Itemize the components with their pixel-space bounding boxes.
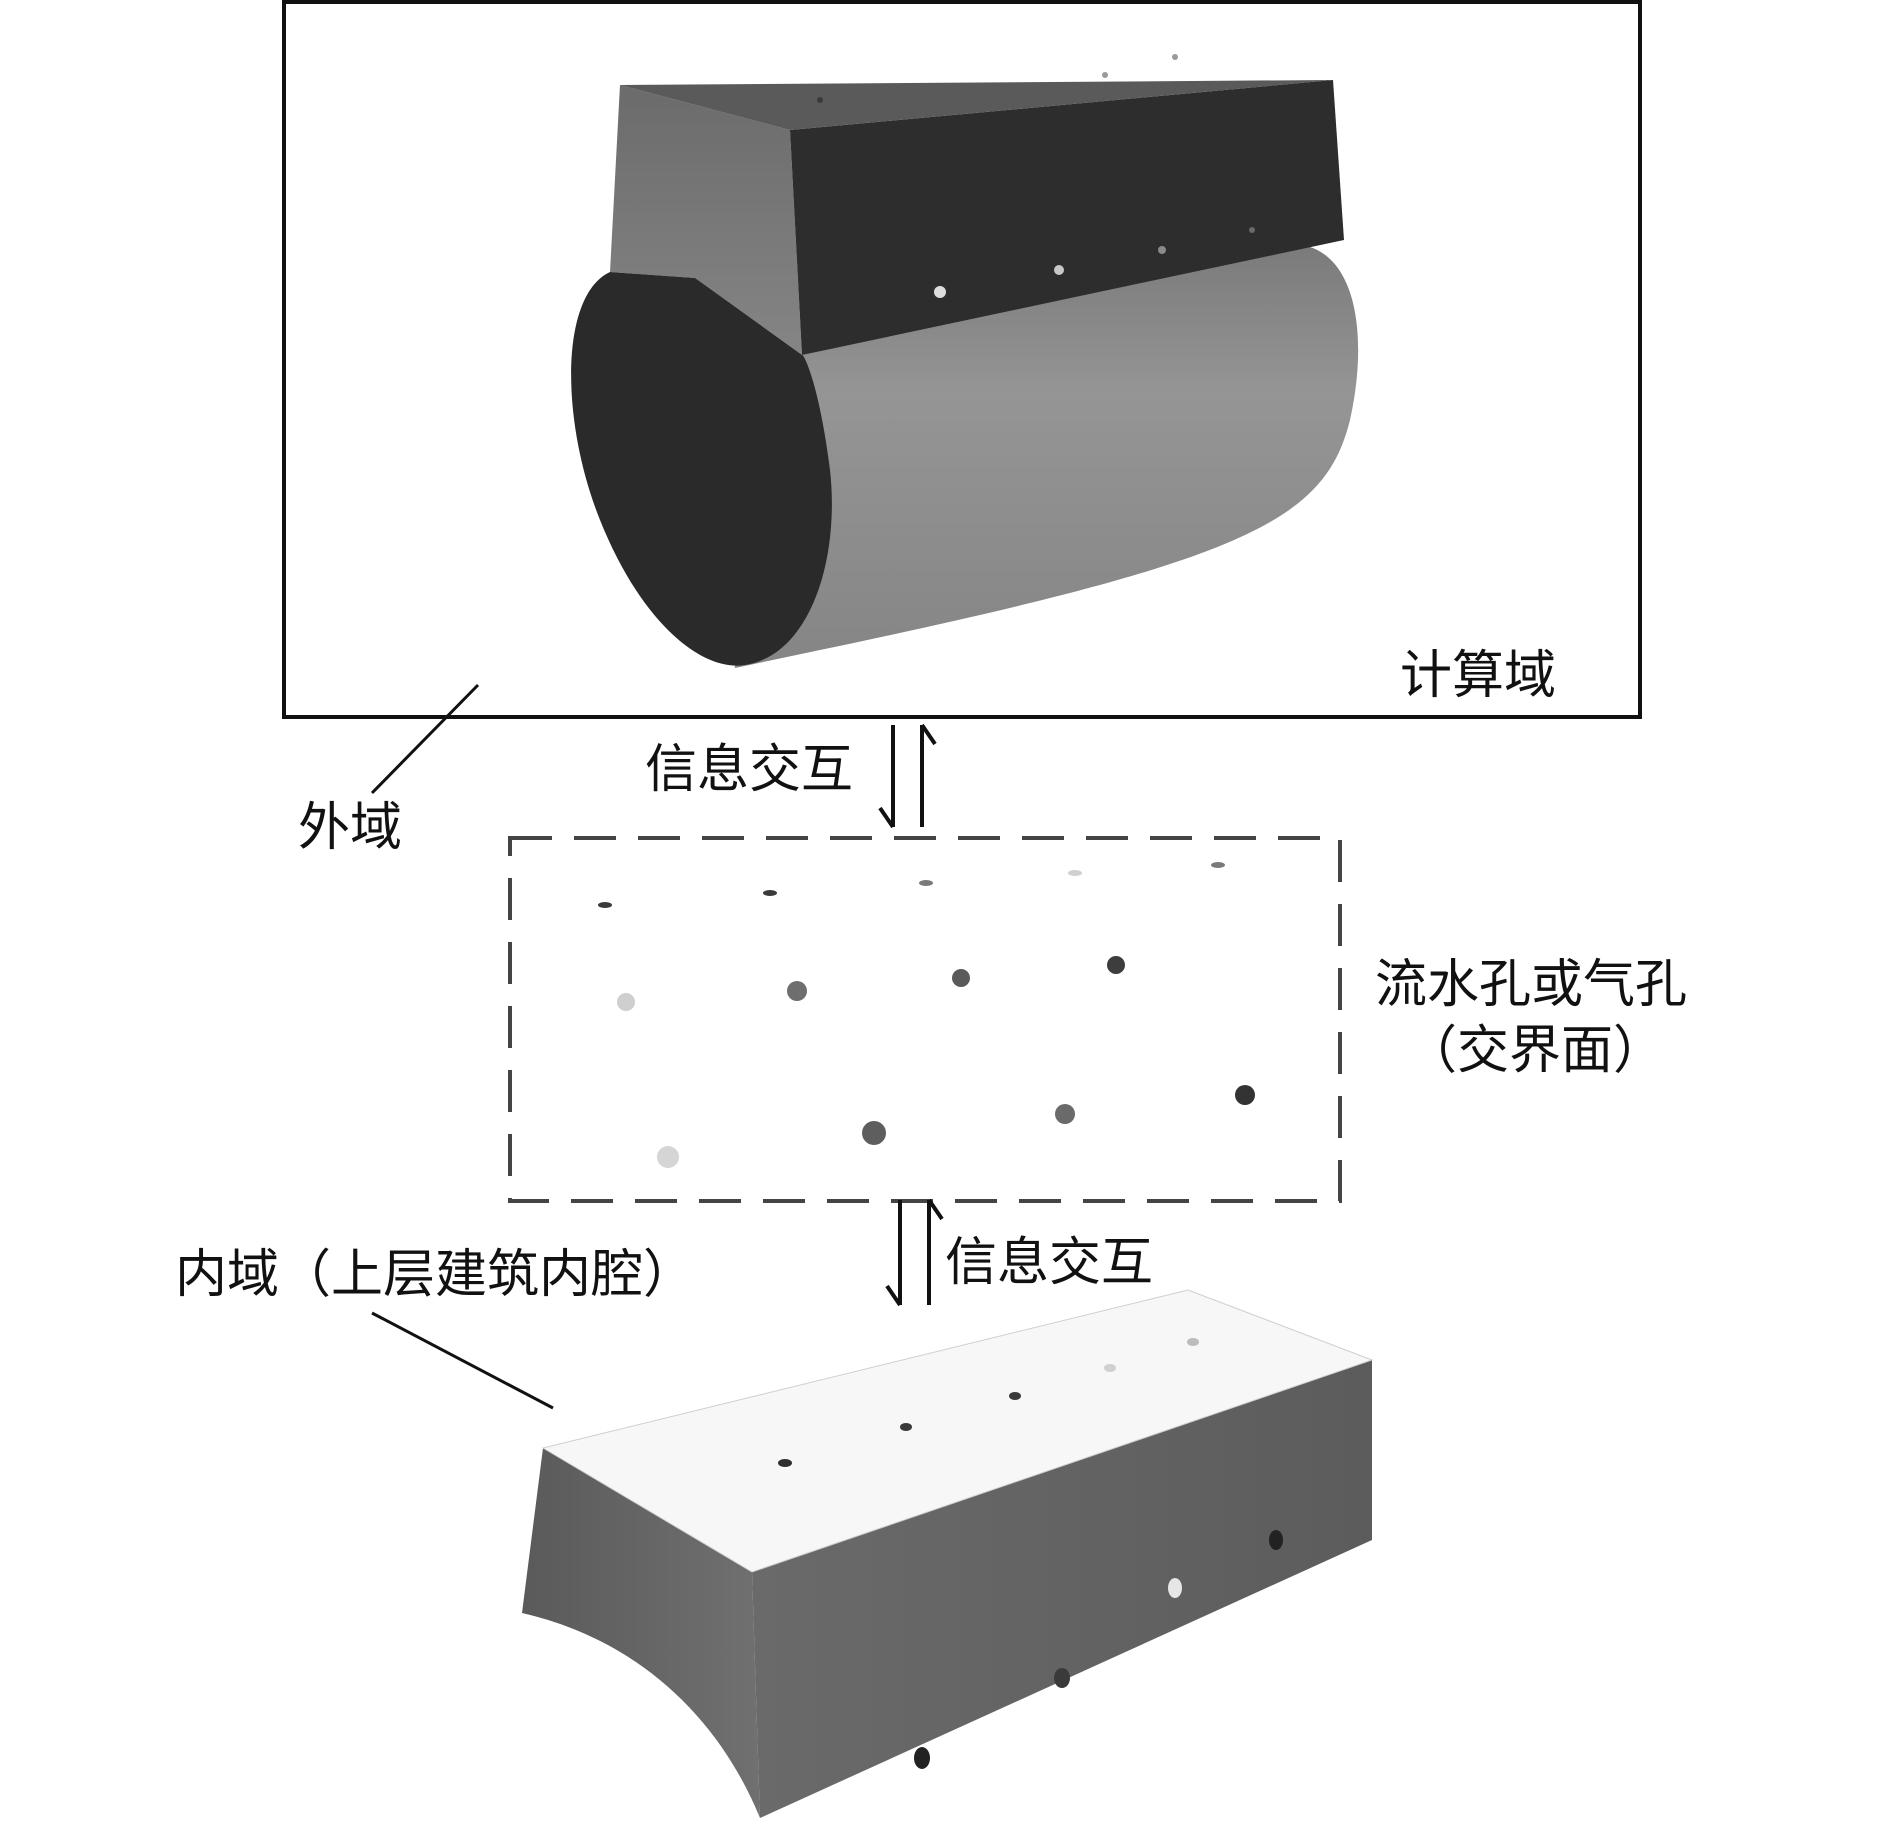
hole-marker <box>1102 72 1108 78</box>
hole-marker <box>1107 956 1125 974</box>
hole-marker <box>1068 870 1082 876</box>
inner-domain-leader-line <box>372 1313 553 1408</box>
interface-holes <box>598 862 1255 1168</box>
hole-marker <box>657 1146 679 1168</box>
hole-marker <box>934 286 946 298</box>
hole-marker <box>1249 227 1255 233</box>
hole-marker <box>1235 1085 1255 1105</box>
interface-label-line1: 流水孔或气孔 <box>1375 955 1687 1015</box>
hole-marker <box>1054 1668 1070 1688</box>
hole-marker <box>1211 862 1225 868</box>
hole-marker <box>1054 265 1064 275</box>
hole-marker <box>1187 1338 1199 1346</box>
computational-domain-label: 计算域 <box>1400 646 1556 706</box>
inner-domain-model <box>522 1290 1372 1818</box>
hole-marker <box>862 1121 886 1145</box>
hole-marker <box>617 993 635 1011</box>
hole-marker <box>598 902 612 908</box>
hole-marker <box>763 890 777 896</box>
hole-marker <box>817 97 823 103</box>
outer-domain-model <box>571 54 1358 668</box>
hole-marker <box>1269 1530 1283 1550</box>
info-exchange-arrows-bottom <box>887 1200 942 1305</box>
inner-domain-label: 内域（上层建筑内腔） <box>175 1245 695 1305</box>
interface-label-line2: （交界面） <box>1405 1021 1665 1081</box>
hole-marker <box>1158 246 1166 254</box>
hole-marker <box>778 1459 792 1467</box>
interface-region <box>510 838 1340 1201</box>
hole-marker <box>1168 1578 1182 1598</box>
outer-domain-leader-line <box>372 685 478 793</box>
hole-marker <box>900 1423 912 1431</box>
info-exchange-label-top: 信息交互 <box>645 740 853 800</box>
hole-marker <box>1055 1104 1075 1124</box>
info-exchange-arrows-top <box>880 725 935 827</box>
hole-marker <box>1172 54 1178 60</box>
info-exchange-label-bottom: 信息交互 <box>945 1233 1153 1293</box>
hole-marker <box>1104 1364 1116 1372</box>
hole-marker <box>919 880 933 886</box>
outer-domain-label: 外域 <box>298 798 402 858</box>
hole-marker <box>787 981 807 1001</box>
hole-marker <box>914 1747 930 1769</box>
hole-marker <box>952 969 970 987</box>
hole-marker <box>1009 1392 1021 1400</box>
